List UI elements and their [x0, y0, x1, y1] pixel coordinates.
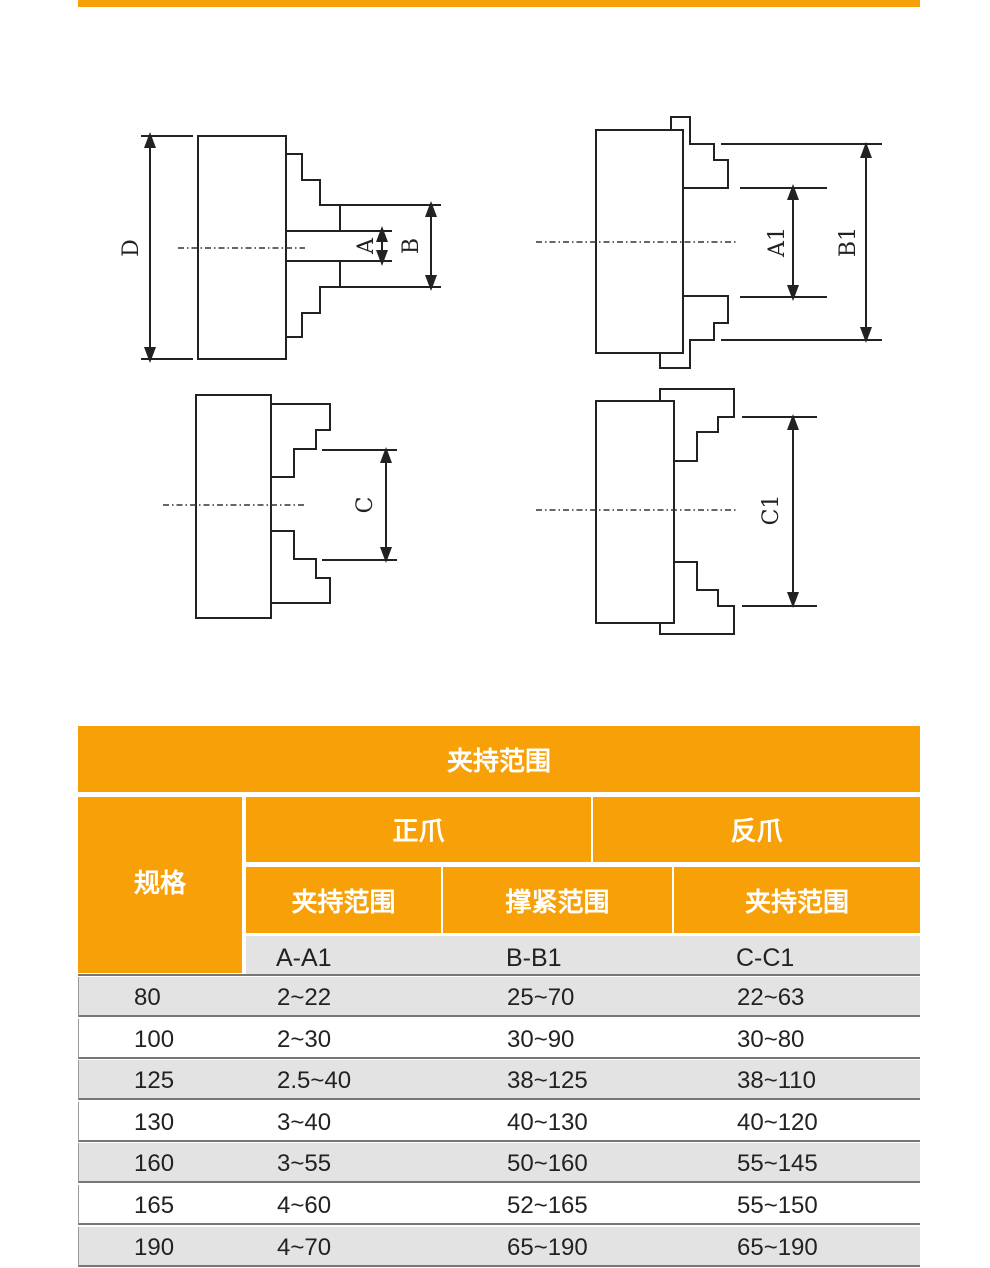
cell-c: 22~63: [737, 984, 805, 1011]
cell-b: 30~90: [507, 1025, 575, 1053]
cell-a: 3~40: [277, 1108, 332, 1136]
forward-jaw-header: 正爪: [246, 797, 591, 862]
cell-c: 65~190: [737, 1233, 818, 1261]
cell-b: 52~165: [507, 1192, 588, 1219]
table-row: 80 2~22 25~70 22~63: [78, 977, 920, 1017]
table-row: 160 3~55 50~160 55~145: [78, 1143, 920, 1184]
diagram-forward-jaw-expanding: A1 B1: [536, 116, 882, 369]
table-row: 125 2.5~40 38~125 38~110: [78, 1060, 920, 1101]
cell-spec: 165: [134, 1192, 175, 1219]
cell-a: 2.5~40: [277, 1067, 352, 1095]
cell-b: 38~125: [507, 1067, 588, 1095]
cell-spec: 100: [134, 1025, 175, 1053]
table-row: 130 3~40 40~130 40~120: [78, 1101, 920, 1142]
cell-spec: 125: [134, 1067, 175, 1095]
diagram-reverse-jaw-large: C1: [536, 388, 817, 635]
table-row: 165 4~60 52~165 55~150: [78, 1185, 920, 1225]
cell-a: 4~70: [277, 1233, 332, 1261]
sub-header-expanding: 撑紧范围: [443, 867, 672, 933]
sub-header-clamping: 夹持范围: [246, 867, 441, 933]
label-B1: B1: [836, 227, 861, 257]
cell-b: 65~190: [507, 1233, 588, 1261]
cell-c: 38~110: [737, 1067, 816, 1095]
cell-c: 40~120: [737, 1108, 818, 1136]
table-row: 100 2~30 30~90 30~80: [78, 1018, 920, 1059]
cell-a: 4~60: [277, 1192, 332, 1219]
cell-spec: 160: [134, 1150, 175, 1178]
table-title: 夹持范围: [78, 726, 920, 792]
cell-b: 50~160: [507, 1150, 588, 1178]
cell-a: 2~22: [277, 984, 332, 1011]
cell-spec: 190: [134, 1233, 175, 1261]
label-A1: A1: [765, 227, 790, 258]
cell-spec: 80: [134, 984, 161, 1011]
sub-header-reverse-clamping: 夹持范围: [674, 867, 920, 933]
cell-spec: 130: [134, 1108, 175, 1136]
table-divider: [78, 974, 920, 976]
reverse-jaw-header: 反爪: [593, 797, 920, 862]
diagram-reverse-jaw-small: C: [163, 394, 397, 619]
cell-a: 3~55: [277, 1150, 332, 1178]
cell-b: 25~70: [507, 984, 575, 1011]
cell-a: 2~30: [277, 1025, 332, 1053]
cell-c: 55~150: [737, 1192, 818, 1219]
label-B: B: [399, 238, 424, 254]
label-A: A: [354, 237, 379, 255]
code-header-b: B-B1: [506, 944, 562, 972]
spec-header: 规格: [78, 797, 242, 973]
table-row: 190 4~70 65~190 65~190: [78, 1226, 920, 1267]
cell-c: 30~80: [737, 1025, 805, 1053]
code-header-a: A-A1: [276, 944, 332, 972]
label-D: D: [119, 239, 144, 257]
code-header-row: A-A1 B-B1 C-C1: [246, 936, 920, 974]
cell-b: 40~130: [507, 1108, 588, 1136]
label-C: C: [353, 497, 378, 514]
cell-c: 55~145: [737, 1150, 818, 1178]
top-accent-bar: [78, 0, 920, 7]
diagram-forward-jaw-clamping: D A B: [119, 132, 441, 363]
label-C1: C1: [759, 495, 784, 526]
code-header-c: C-C1: [736, 944, 795, 972]
chuck-dimension-diagram: D A B A1 B1 C C1: [119, 116, 882, 635]
